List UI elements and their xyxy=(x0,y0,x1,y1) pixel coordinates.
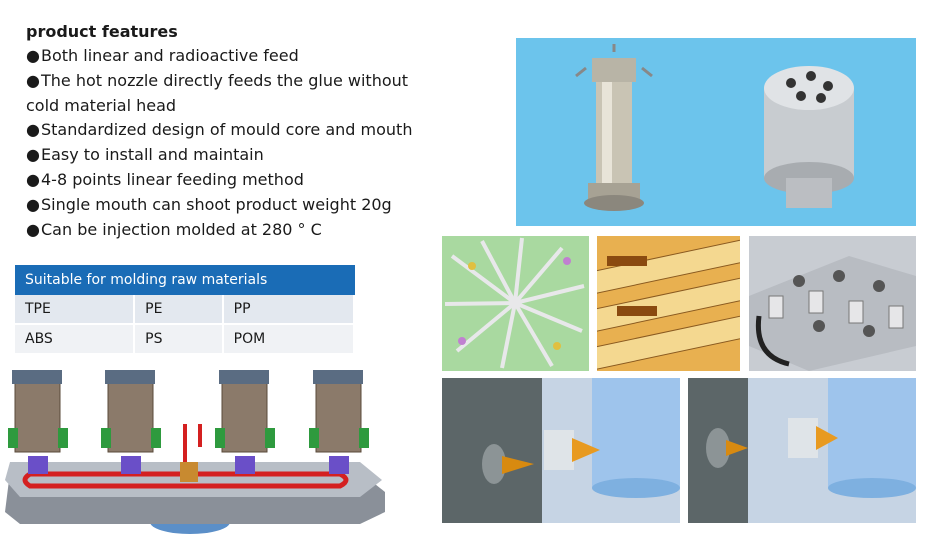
table-cell: PE xyxy=(135,295,224,325)
feature-item: ●Single mouth can shoot product weight 2… xyxy=(26,194,392,214)
feature-item: ●4-8 points linear feeding method xyxy=(26,169,304,189)
multi-tip-photo xyxy=(749,236,916,371)
table-cell: ABS xyxy=(15,325,136,355)
feature-item: ●Both linear and radioactive feed xyxy=(26,46,299,65)
materials-header: Suitable for molding raw materials xyxy=(15,265,355,295)
needles-photo xyxy=(442,236,589,371)
table-row: ABS PS POM xyxy=(15,325,355,355)
features-list: ●Both linear and radioactive feed ●The h… xyxy=(26,44,446,242)
table-cell: PP xyxy=(223,295,355,325)
syringes-photo xyxy=(597,236,740,371)
manifold-image xyxy=(0,362,390,544)
table-cell: POM xyxy=(223,325,355,355)
feature-item: ●Can be injection molded at 280 ° C xyxy=(26,219,322,239)
materials-grid: TPE PE PP ABS PS POM xyxy=(15,295,355,355)
nozzle-photo xyxy=(516,38,916,226)
product-features: product features ●Both linear and radioa… xyxy=(26,20,446,242)
table-cell: TPE xyxy=(15,295,136,325)
table-cell: PS xyxy=(135,325,224,355)
nozzle-render-1 xyxy=(442,378,680,523)
feature-item: ●Standardized design of mould core and m… xyxy=(26,120,413,140)
nozzle-render-2 xyxy=(688,378,916,523)
materials-table: Suitable for molding raw materials TPE P… xyxy=(15,265,355,355)
table-row: TPE PE PP xyxy=(15,295,355,325)
feature-item: ●The hot nozzle directly feeds the glue … xyxy=(26,70,409,115)
features-title: product features xyxy=(26,22,178,41)
feature-item: ●Easy to install and maintain xyxy=(26,145,264,165)
